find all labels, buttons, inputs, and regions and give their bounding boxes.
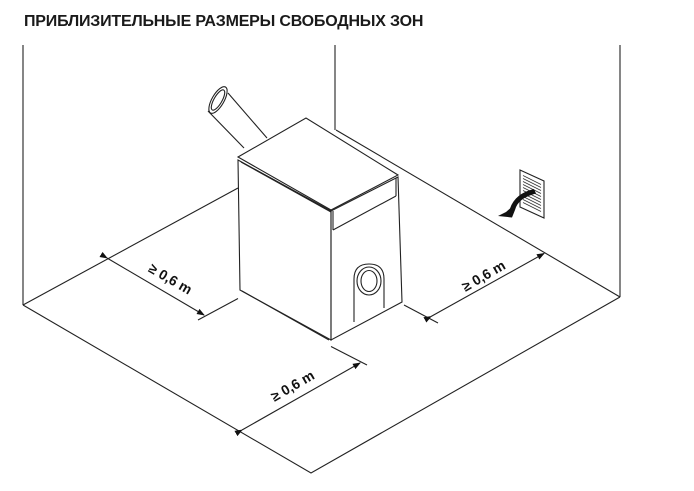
dimension-front: ≥ 0,6 m [234,346,368,437]
dimension-label-left: ≥ 0,6 m [146,260,195,298]
boiler-icon [236,117,403,341]
dimension-right: ≥ 0,6 m [403,253,545,324]
room-outline [22,45,621,474]
diagram-title: ПРИБЛИЗИТЕЛЬНЫЕ РАЗМЕРЫ СВОБОДНЫХ ЗОН [24,13,424,30]
dimension-label-right: ≥ 0,6 m [459,257,508,295]
dimension-left: ≥ 0,6 m [99,251,239,321]
flue-pipe-icon [207,86,268,149]
dimension-label-front: ≥ 0,6 m [268,367,317,405]
airflow-arrow-icon [498,189,536,218]
